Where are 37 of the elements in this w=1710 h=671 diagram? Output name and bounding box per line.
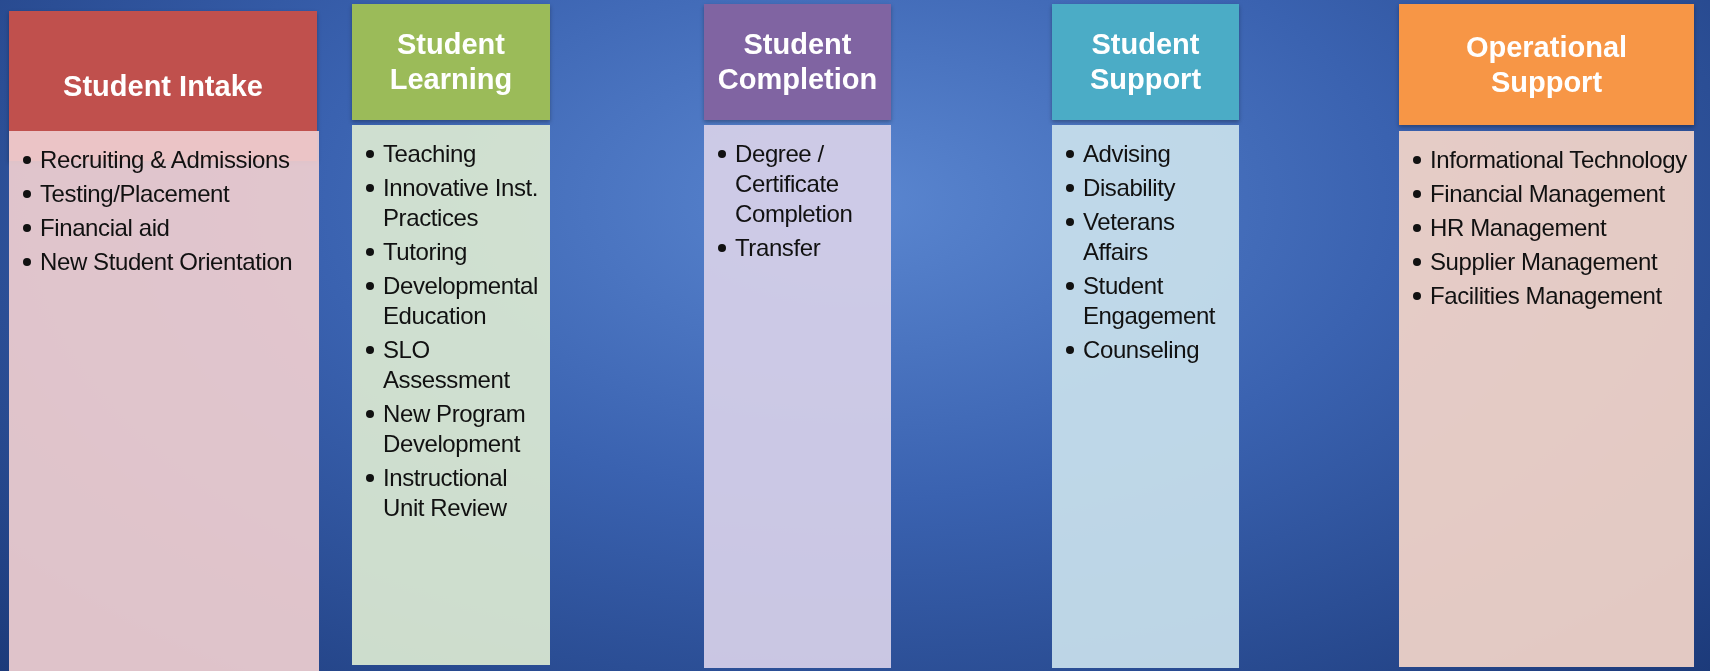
header-title: Student Intake: [63, 68, 263, 104]
list-item: Teaching: [383, 139, 477, 169]
list-item: Recruiting & Admissions: [40, 145, 291, 175]
header-title: Student Learning: [388, 27, 514, 97]
list-item: Disability: [1083, 173, 1177, 203]
list-item: Facilities Management: [1430, 281, 1663, 311]
list-item: Counseling: [1083, 335, 1201, 365]
list-item: Financial aid: [40, 213, 171, 243]
column-panel: [9, 131, 319, 671]
column-header: [1399, 4, 1694, 125]
list-item: Tutoring: [383, 237, 468, 267]
list-item: Transfer: [735, 233, 822, 263]
list-item: New Program Development: [383, 399, 527, 459]
column-header: [352, 4, 550, 120]
list-item: Degree / Certificate Completion: [735, 139, 854, 229]
column-panel: [1052, 125, 1239, 668]
column-panel: [352, 125, 550, 665]
header-title: Student Completion: [716, 27, 879, 97]
list-item: HR Management: [1430, 213, 1608, 243]
list-item: Financial Management: [1430, 179, 1666, 209]
list-item: Veterans Affairs: [1083, 207, 1176, 267]
header-title: Operational Support: [1464, 29, 1629, 100]
list-item: Student Engagement: [1083, 271, 1217, 331]
list-item: New Student Orientation: [40, 247, 294, 277]
column-header: [704, 4, 891, 120]
list-item: Instructional Unit Review: [383, 463, 509, 523]
column-panel: [704, 125, 891, 668]
list-item: Innovative Inst. Practices: [383, 173, 540, 233]
header-title: Student Support: [1088, 27, 1203, 97]
column-header: [1052, 4, 1239, 120]
list-item: Informational Technology: [1430, 145, 1688, 175]
list-item: SLO Assessment: [383, 335, 511, 395]
column-panel: [1399, 131, 1694, 667]
list-item: Advising: [1083, 139, 1172, 169]
list-item: Supplier Management: [1430, 247, 1659, 277]
list-item: Developmental Education: [383, 271, 539, 331]
list-item: Testing/Placement: [40, 179, 231, 209]
